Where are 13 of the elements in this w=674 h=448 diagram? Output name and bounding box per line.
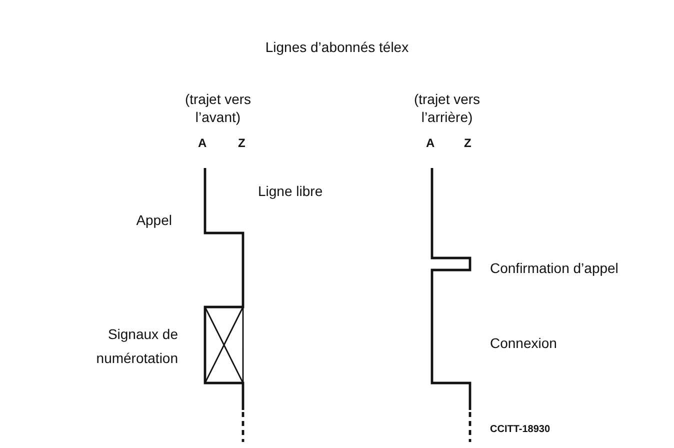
signal-label: Signaux de numérotation — [95, 325, 178, 368]
signal-label: Appel — [135, 211, 172, 229]
figure-reference: CCITT-18930 — [490, 423, 550, 437]
path-heading: (trajet vers l’avant) — [184, 90, 252, 126]
signal-label: Connexion — [490, 334, 557, 352]
line-end-label: A — [198, 135, 207, 152]
diagram-title: Lignes d’abonnés télex — [264, 38, 410, 56]
line-end-label: Z — [238, 135, 246, 152]
state-label: Ligne libre — [258, 182, 323, 200]
signal-label: Confirmation d’appel — [490, 259, 618, 277]
line-end-label: Z — [464, 135, 472, 152]
path-heading: (trajet vers l’arrière) — [412, 90, 482, 126]
line-end-label: A — [426, 135, 435, 152]
